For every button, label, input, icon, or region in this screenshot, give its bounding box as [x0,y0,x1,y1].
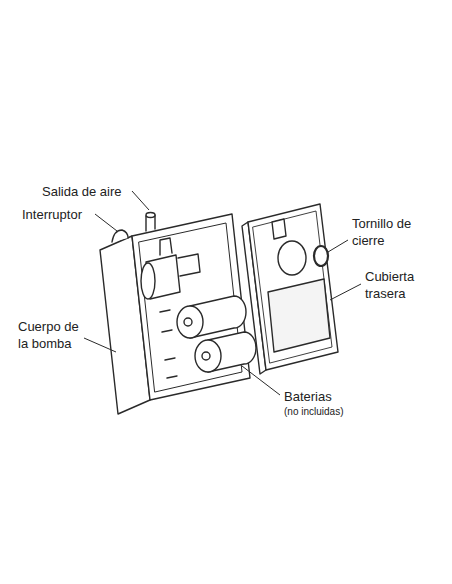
part-label: Cuerpo de la bomba [18,318,84,352]
leader-line [330,284,361,300]
outlet-tip [146,213,155,218]
part-label: (no incluidas) [284,406,374,418]
part-label: Cubierta trasera [365,268,429,302]
leader-line [132,191,149,210]
battery-end [195,340,221,372]
cover-rim [253,211,332,363]
cover-disc [278,241,306,275]
motor-tube [160,238,172,255]
leader-line [328,240,348,252]
leader-line [84,338,116,352]
screw [314,246,328,266]
part-label: Baterias [284,388,364,405]
body-open-face [132,214,250,400]
contacts [160,310,177,378]
part-label: Salida de aire [42,183,132,200]
back-cover [248,204,338,370]
air-outlet [146,213,155,231]
motor-end [141,263,155,299]
part-label: Interruptor [22,206,94,223]
leader-line [242,366,280,395]
part-label: Tornillo de cierre [352,215,432,249]
battery-end [177,306,203,338]
cover-window [268,279,330,352]
leader-line [95,214,117,231]
battery-terminal [202,352,210,360]
switch [112,230,128,242]
motor-bracket [178,254,200,276]
battery-terminal [184,318,192,326]
clip [272,219,286,239]
